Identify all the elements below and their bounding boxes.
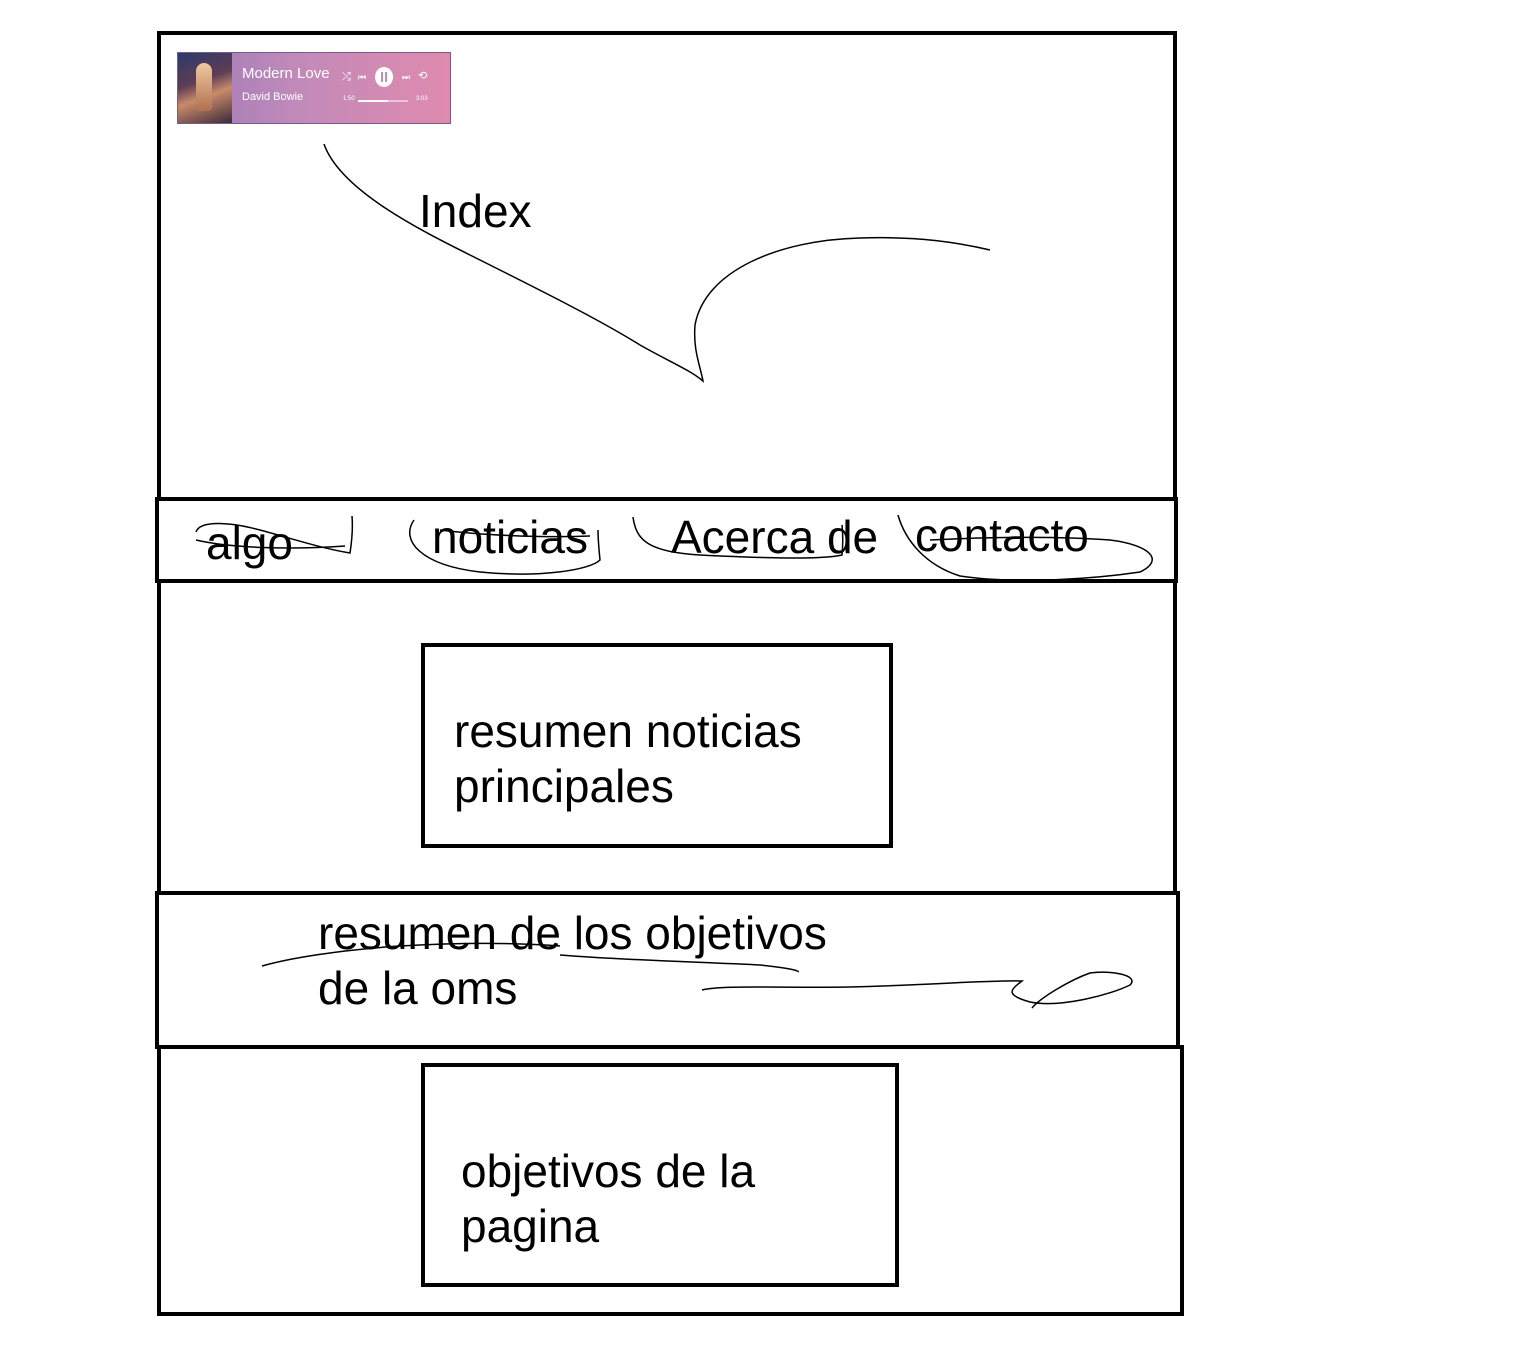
shuffle-icon[interactable]: ⤮	[342, 71, 351, 83]
news-summary-text: resumen noticias principales	[454, 705, 802, 812]
nav-item-contacto[interactable]: contacto	[915, 509, 1089, 561]
nav-item-noticias[interactable]: noticias	[432, 511, 588, 563]
objectives-box	[421, 1063, 899, 1287]
objectives-text: objetivos de la pagina	[461, 1145, 756, 1252]
page-title: Index	[419, 185, 532, 237]
music-player[interactable]: Modern Love David Bowie ⤮ ⏮ ⏭ ⟲ 1:50 3:0…	[177, 52, 451, 124]
time-elapsed: 1:50	[343, 96, 355, 102]
time-total: 3:03	[416, 96, 428, 102]
progress-fill	[358, 100, 388, 102]
track-title: Modern Love	[242, 65, 330, 82]
nav-item-algo[interactable]: algo	[206, 517, 293, 569]
oms-summary-text: resumen de los objetivos de la oms	[318, 907, 827, 1014]
news-summary-box	[421, 643, 893, 848]
nav-item-acerca-de[interactable]: Acerca de	[671, 511, 879, 563]
pause-button[interactable]	[375, 67, 393, 87]
progress-bar[interactable]	[358, 100, 408, 102]
next-icon[interactable]: ⏭	[402, 72, 411, 82]
album-cover	[178, 53, 232, 123]
previous-icon[interactable]: ⏮	[358, 72, 367, 82]
track-artist: David Bowie	[242, 91, 304, 103]
repeat-icon[interactable]: ⟲	[418, 70, 428, 82]
